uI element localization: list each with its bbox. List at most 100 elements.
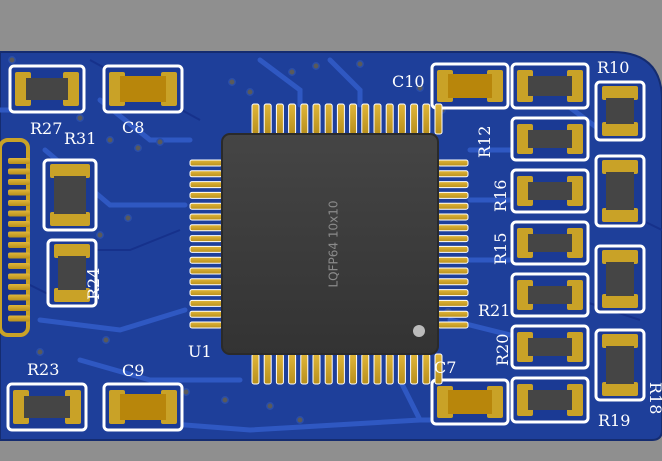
solder-pad (602, 208, 638, 222)
ic-lead-right (437, 299, 469, 307)
ic-lead-top (434, 103, 443, 135)
label-c9: C9 (122, 361, 144, 380)
ic-lead-top (336, 103, 345, 135)
ic-lead-right (437, 191, 469, 199)
ic-lead-left (189, 213, 223, 221)
ic-lead-top (385, 103, 394, 135)
ic-lead-left (189, 267, 223, 275)
ic-lead-right (437, 170, 469, 178)
resistor-body (24, 396, 70, 418)
ic-lead-right (437, 267, 469, 275)
resistor-body (606, 98, 634, 124)
resistor-body (528, 76, 572, 96)
ic-lead-left (189, 235, 223, 243)
ic-lead-left (189, 159, 223, 167)
solder-pad (54, 244, 90, 258)
edge-finger (8, 305, 30, 311)
component-footprints (6, 62, 646, 432)
ic-lead-left (189, 245, 223, 253)
ic-lead-right (437, 321, 469, 329)
ic-lead-top (422, 103, 431, 135)
ic-lead-bottom (385, 353, 394, 385)
via (106, 136, 114, 144)
label-c10: C10 (392, 72, 425, 91)
ic-lead-top (312, 103, 321, 135)
edge-finger (8, 231, 30, 238)
ic-lead-right (437, 278, 469, 286)
ic-lead-left (189, 224, 223, 232)
edge-finger (8, 242, 30, 248)
ic-lead-right (437, 289, 469, 297)
capacitor-body (448, 390, 492, 414)
ic-lead-top (397, 103, 406, 135)
resistor-body (528, 130, 572, 148)
ic-lead-bottom (434, 353, 443, 385)
ic-lead-bottom (373, 353, 382, 385)
via (102, 336, 110, 344)
ic-lead-right (437, 235, 469, 243)
via (296, 416, 304, 424)
resistor-body (606, 172, 634, 210)
edge-finger (8, 263, 30, 269)
via (134, 144, 142, 152)
label-r16: R16 (491, 180, 510, 212)
ic-lead-left (189, 278, 223, 286)
ic-lead-bottom (324, 353, 333, 385)
resistor-body (528, 234, 572, 252)
edge-finger (8, 294, 30, 301)
ic-lead-left (189, 289, 223, 297)
via (266, 402, 274, 410)
ic-lead-bottom (336, 353, 345, 385)
via (96, 231, 104, 239)
via (36, 348, 44, 356)
resistor-body (606, 262, 634, 296)
edge-finger (8, 210, 30, 217)
edge-finger (8, 284, 30, 290)
ic-lead-right (437, 256, 469, 264)
ic-lead-left (189, 181, 223, 189)
ic-lead-top (300, 103, 309, 135)
solder-pad (602, 160, 638, 174)
capacitor-body (448, 74, 492, 98)
solder-pad (50, 164, 90, 178)
ic-lead-left (189, 321, 223, 329)
solder-pad (602, 250, 638, 264)
label-r18: R18 (646, 382, 662, 414)
ic-lead-right (437, 181, 469, 189)
edge-finger (8, 221, 30, 227)
label-r21: R21 (478, 301, 510, 320)
label-r12: R12 (475, 126, 494, 158)
ic-lead-top (288, 103, 297, 135)
silkscreen-labels: R27 C8 R31 R24 R23 C9 U1 C10 R10 R12 R16… (27, 58, 662, 430)
via (416, 84, 424, 92)
edge-connector (0, 138, 30, 337)
edge-finger (8, 189, 30, 196)
pin1-marker (413, 325, 425, 337)
solder-pad (602, 86, 638, 100)
via (182, 388, 190, 396)
ic-u1[interactable]: LQFP64 10x10 (221, 133, 439, 355)
ic-leads (189, 103, 469, 385)
capacitor-body (120, 394, 166, 420)
ic-lead-bottom (397, 353, 406, 385)
resistor-body (528, 390, 572, 410)
ic-lead-right (437, 159, 469, 167)
capacitor-body (120, 76, 166, 102)
edge-finger (8, 200, 30, 206)
label-r23: R23 (27, 360, 59, 379)
ic-lead-bottom (251, 353, 260, 385)
ic-lead-right (437, 202, 469, 210)
ic-lead-bottom (349, 353, 358, 385)
label-u1: U1 (188, 342, 212, 361)
ic-lead-bottom (263, 353, 272, 385)
via (8, 56, 16, 64)
solder-pad (602, 122, 638, 136)
ic-lead-bottom (275, 353, 284, 385)
resistor-body (528, 182, 572, 200)
via (221, 396, 229, 404)
ic-lead-bottom (300, 353, 309, 385)
via (76, 114, 84, 122)
edge-finger (8, 252, 30, 259)
